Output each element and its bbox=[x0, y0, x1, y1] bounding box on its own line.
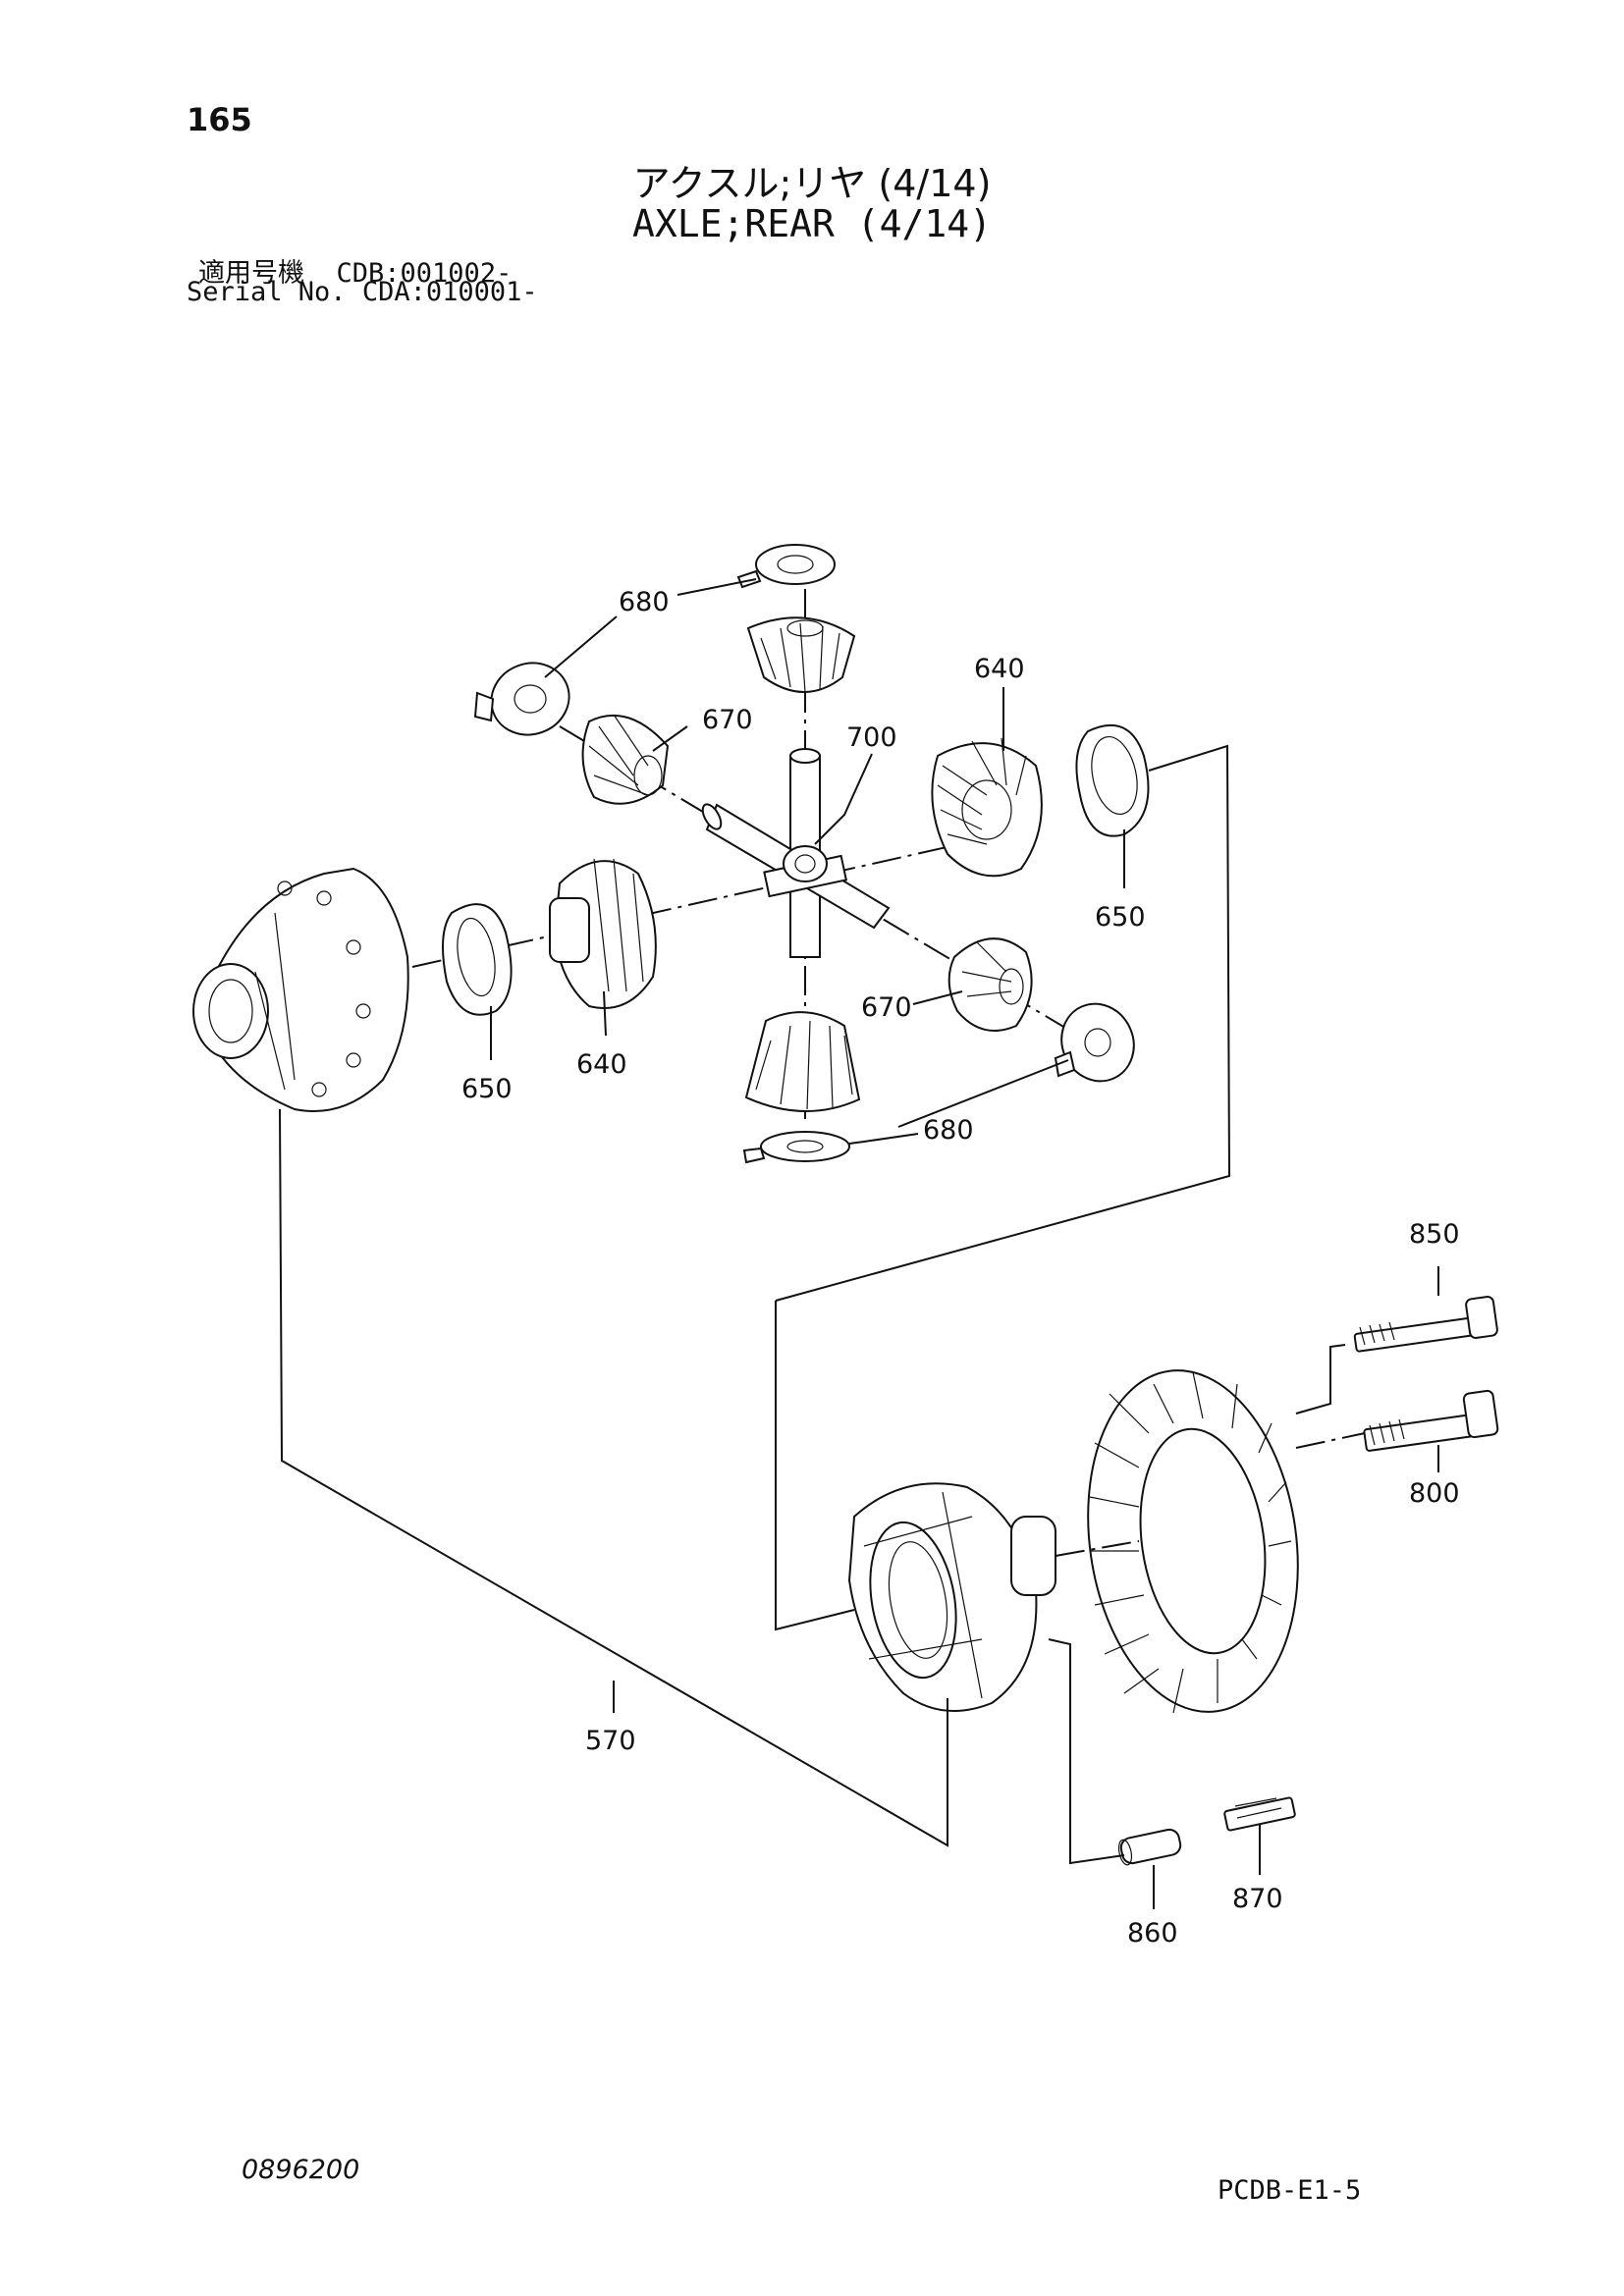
part-860-pin bbox=[1117, 1828, 1182, 1866]
part-570-case-half-right bbox=[847, 1482, 1056, 1712]
callout-800: 800 bbox=[1409, 1478, 1460, 1509]
serial-value-1: CDB:001002- bbox=[336, 258, 513, 289]
part-870-pin bbox=[1223, 1796, 1296, 1832]
page-number: 165 bbox=[187, 101, 252, 138]
part-670-pinion-right bbox=[947, 937, 1033, 1032]
leader-570-bracket bbox=[279, 1108, 948, 1847]
part-670-pinion-left bbox=[581, 714, 670, 805]
leader-640-left bbox=[603, 990, 607, 1037]
leader-680-bottom bbox=[897, 1059, 1069, 1128]
callout-640-top: 640 bbox=[974, 654, 1025, 684]
leader-700 bbox=[814, 753, 873, 845]
callout-640-left: 640 bbox=[576, 1049, 627, 1080]
callout-700: 700 bbox=[846, 722, 897, 753]
part-800-bolt bbox=[1363, 1389, 1499, 1452]
part-850-bolt bbox=[1353, 1296, 1498, 1353]
axis-bolt-800 bbox=[1295, 1432, 1366, 1449]
callout-570: 570 bbox=[585, 1726, 636, 1756]
title-english: AXLE;REAR (4/14) bbox=[631, 202, 993, 245]
part-680-washer-bottom bbox=[742, 1131, 850, 1164]
part-640-side-gear-right bbox=[931, 737, 1043, 878]
leader-680-left bbox=[544, 615, 618, 678]
leader-680-top bbox=[677, 578, 757, 596]
assembly-bracket-lower bbox=[775, 1301, 855, 1631]
leader-850-to-gear bbox=[1295, 1344, 1346, 1415]
callout-870: 870 bbox=[1232, 1884, 1283, 1914]
serial-line-1: 適用号機 CDB:001002- bbox=[198, 251, 512, 290]
callout-680-top: 680 bbox=[619, 587, 670, 617]
callout-850: 850 bbox=[1409, 1219, 1460, 1250]
part-680-washer-left bbox=[473, 662, 570, 736]
part-700-spider-cross bbox=[701, 748, 891, 958]
part-650-shim-left bbox=[442, 903, 513, 1016]
callout-680-bottom: 680 bbox=[923, 1115, 974, 1146]
callout-650-left: 650 bbox=[461, 1074, 513, 1104]
part-640-side-gear-left bbox=[549, 858, 657, 1009]
leader-670-top bbox=[652, 725, 688, 752]
serial-label-en: Serial No. bbox=[187, 277, 347, 307]
serial-label-jp: 適用号機 bbox=[198, 258, 304, 289]
document-code: 0896200 bbox=[242, 2155, 360, 2185]
callout-670-bottom: 670 bbox=[861, 992, 912, 1023]
part-680-washer-top bbox=[736, 544, 836, 589]
sheet-code: PCDB-E1-5 bbox=[1218, 2175, 1362, 2206]
callout-650-right: 650 bbox=[1095, 902, 1146, 933]
title-japanese: アクスル;リヤ (4/14) bbox=[632, 162, 992, 205]
part-570-case-half-left bbox=[192, 867, 409, 1112]
callout-670-top: 670 bbox=[702, 705, 753, 735]
leader-670-bottom bbox=[912, 990, 963, 1005]
leader-case-to-860 bbox=[1048, 1638, 1125, 1865]
assembly-bracket-right bbox=[775, 744, 1231, 1302]
part-pinion-gear-bottom bbox=[744, 1011, 861, 1112]
part-ring-gear bbox=[1087, 1369, 1299, 1714]
callout-860: 860 bbox=[1127, 1918, 1178, 1949]
serial-value-2: CDA:010001- bbox=[361, 277, 538, 307]
part-650-shim-right bbox=[1075, 723, 1150, 837]
leader-680-bottom2 bbox=[848, 1133, 919, 1145]
part-pinion-gear-top bbox=[746, 616, 856, 693]
axis-case-to-gear bbox=[1055, 1540, 1140, 1557]
serial-line-2: Serial No. CDA:010001- bbox=[187, 277, 538, 307]
part-680-washer-right bbox=[1054, 1002, 1135, 1083]
